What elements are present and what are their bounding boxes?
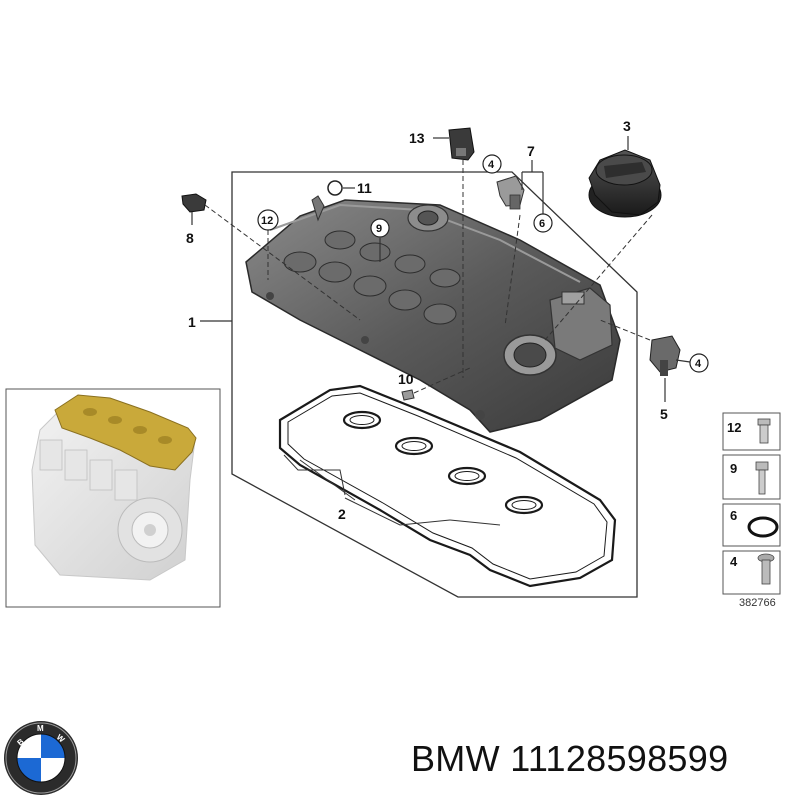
legend-label-9: 9 [730,461,737,476]
callout-4a: 4 [488,159,495,171]
leader-4b [675,359,691,363]
bolt-4-icon [757,553,775,585]
bolt-9-icon [755,461,769,495]
oil-filler-cap [588,149,662,218]
diagram-ref-number: 382766 [739,597,776,609]
callout-6-circle [533,213,553,233]
callout-11: 11 [357,180,372,196]
callout-9-circle [370,218,390,238]
bmw-logo-letter-m: M [37,724,44,733]
bolt-12-icon [757,418,771,444]
dash-8 [204,204,361,321]
callout-12-circle [257,209,279,231]
gasket [278,384,617,588]
bmw-logo: B M W [4,721,78,795]
callout-10: 10 [398,371,414,387]
sensor-7 [496,175,525,210]
part-caption: BMW 11128598599 [411,738,728,780]
callout-5: 5 [660,406,668,422]
dash-3 [544,214,653,341]
caption-brand: BMW [411,738,500,779]
legend-label-6: 6 [730,508,737,523]
valve-cover [245,195,621,433]
sensor-5 [649,335,681,376]
dash-10 [413,367,471,394]
part-8 [181,193,207,213]
callout-13: 13 [409,130,425,146]
hardware-legend: 12 9 6 4 382766 [722,412,781,609]
callout-2: 2 [338,506,346,522]
leader-2 [283,454,501,526]
caption-part-number: 11128598599 [510,738,729,779]
callout-3: 3 [623,118,631,134]
callout-4b: 4 [695,358,702,370]
bmw-logo-letter-w: W [55,733,67,745]
assembly-frame [231,171,638,598]
callout-4a-circle [482,154,502,174]
bmw-logo-letter-b: B [16,737,26,748]
callout-9: 9 [376,223,382,235]
callout-7: 7 [527,143,535,159]
callout-12: 12 [261,215,273,227]
dash-5 [599,319,651,341]
leader-7 [521,160,544,214]
callout-4b-circle [689,353,709,373]
clip-13 [448,127,475,161]
part-10 [401,389,415,401]
callout-6: 6 [539,218,545,230]
callout-8: 8 [186,230,194,246]
dash-7 [504,214,521,327]
seal-ring-6-icon [747,516,779,538]
callout-1: 1 [188,314,196,330]
legend-label-12: 12 [727,420,741,435]
engine-inset [5,388,221,608]
oring-11 [327,180,343,196]
legend-label-4: 4 [730,554,738,569]
